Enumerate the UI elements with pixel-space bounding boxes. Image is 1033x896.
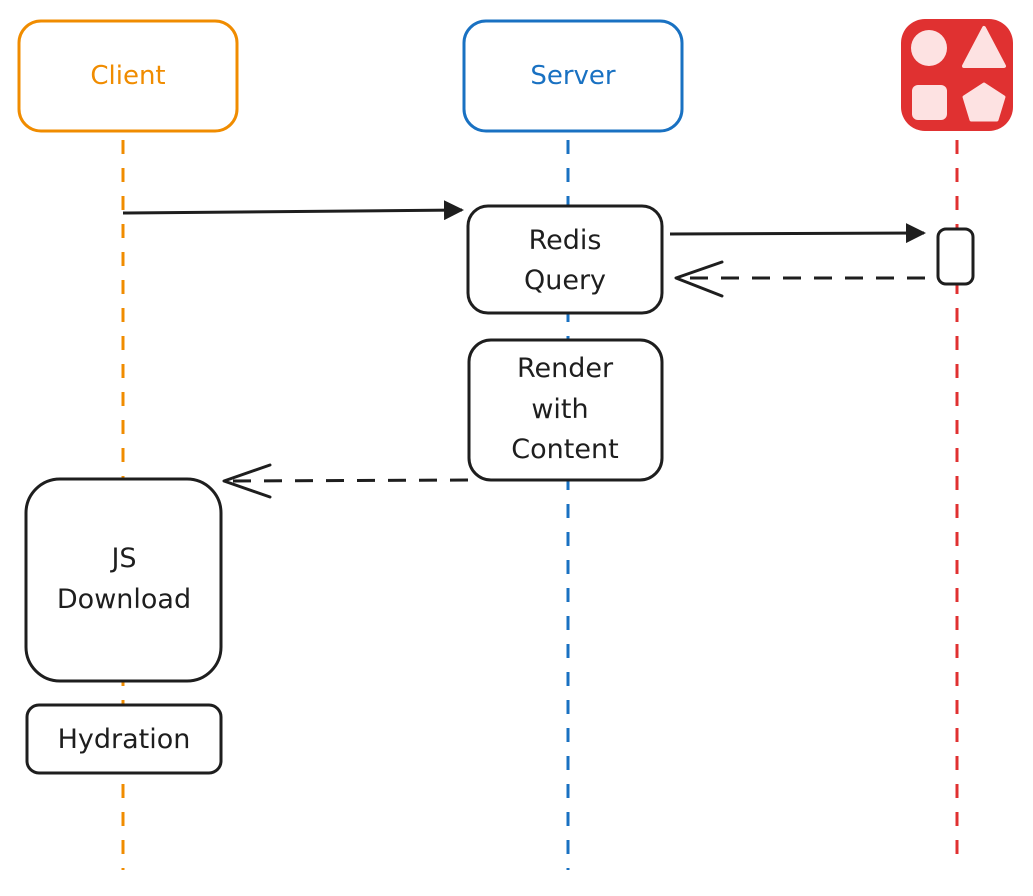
message-redis-to-server xyxy=(674,260,925,298)
hydration-label: Hydration xyxy=(58,724,191,755)
render-line-2: with xyxy=(531,394,588,425)
client-participant: Client xyxy=(17,19,239,133)
redis-query-line-1: Redis xyxy=(529,225,602,256)
hydration-box: Hydration xyxy=(25,703,223,775)
render-line-1: Render xyxy=(517,353,614,384)
message-server-to-redis xyxy=(669,223,926,244)
server-participant: Server xyxy=(462,19,684,133)
render-box: Render with Content xyxy=(467,338,664,482)
render-line-3: Content xyxy=(511,434,618,465)
client-label: Client xyxy=(90,61,165,91)
redis-logo-icon xyxy=(901,19,1013,131)
redis-query-line-2: Query xyxy=(524,265,606,296)
message-server-to-client xyxy=(222,463,469,499)
server-label: Server xyxy=(530,61,616,91)
message-client-to-server xyxy=(122,200,464,221)
js-download-line-1: JS xyxy=(109,543,136,574)
redis-query-box: Redis Query xyxy=(466,204,664,315)
js-download-line-2: Download xyxy=(57,584,191,615)
js-download-box: JS Download xyxy=(24,477,223,683)
redis-activation xyxy=(936,227,975,286)
